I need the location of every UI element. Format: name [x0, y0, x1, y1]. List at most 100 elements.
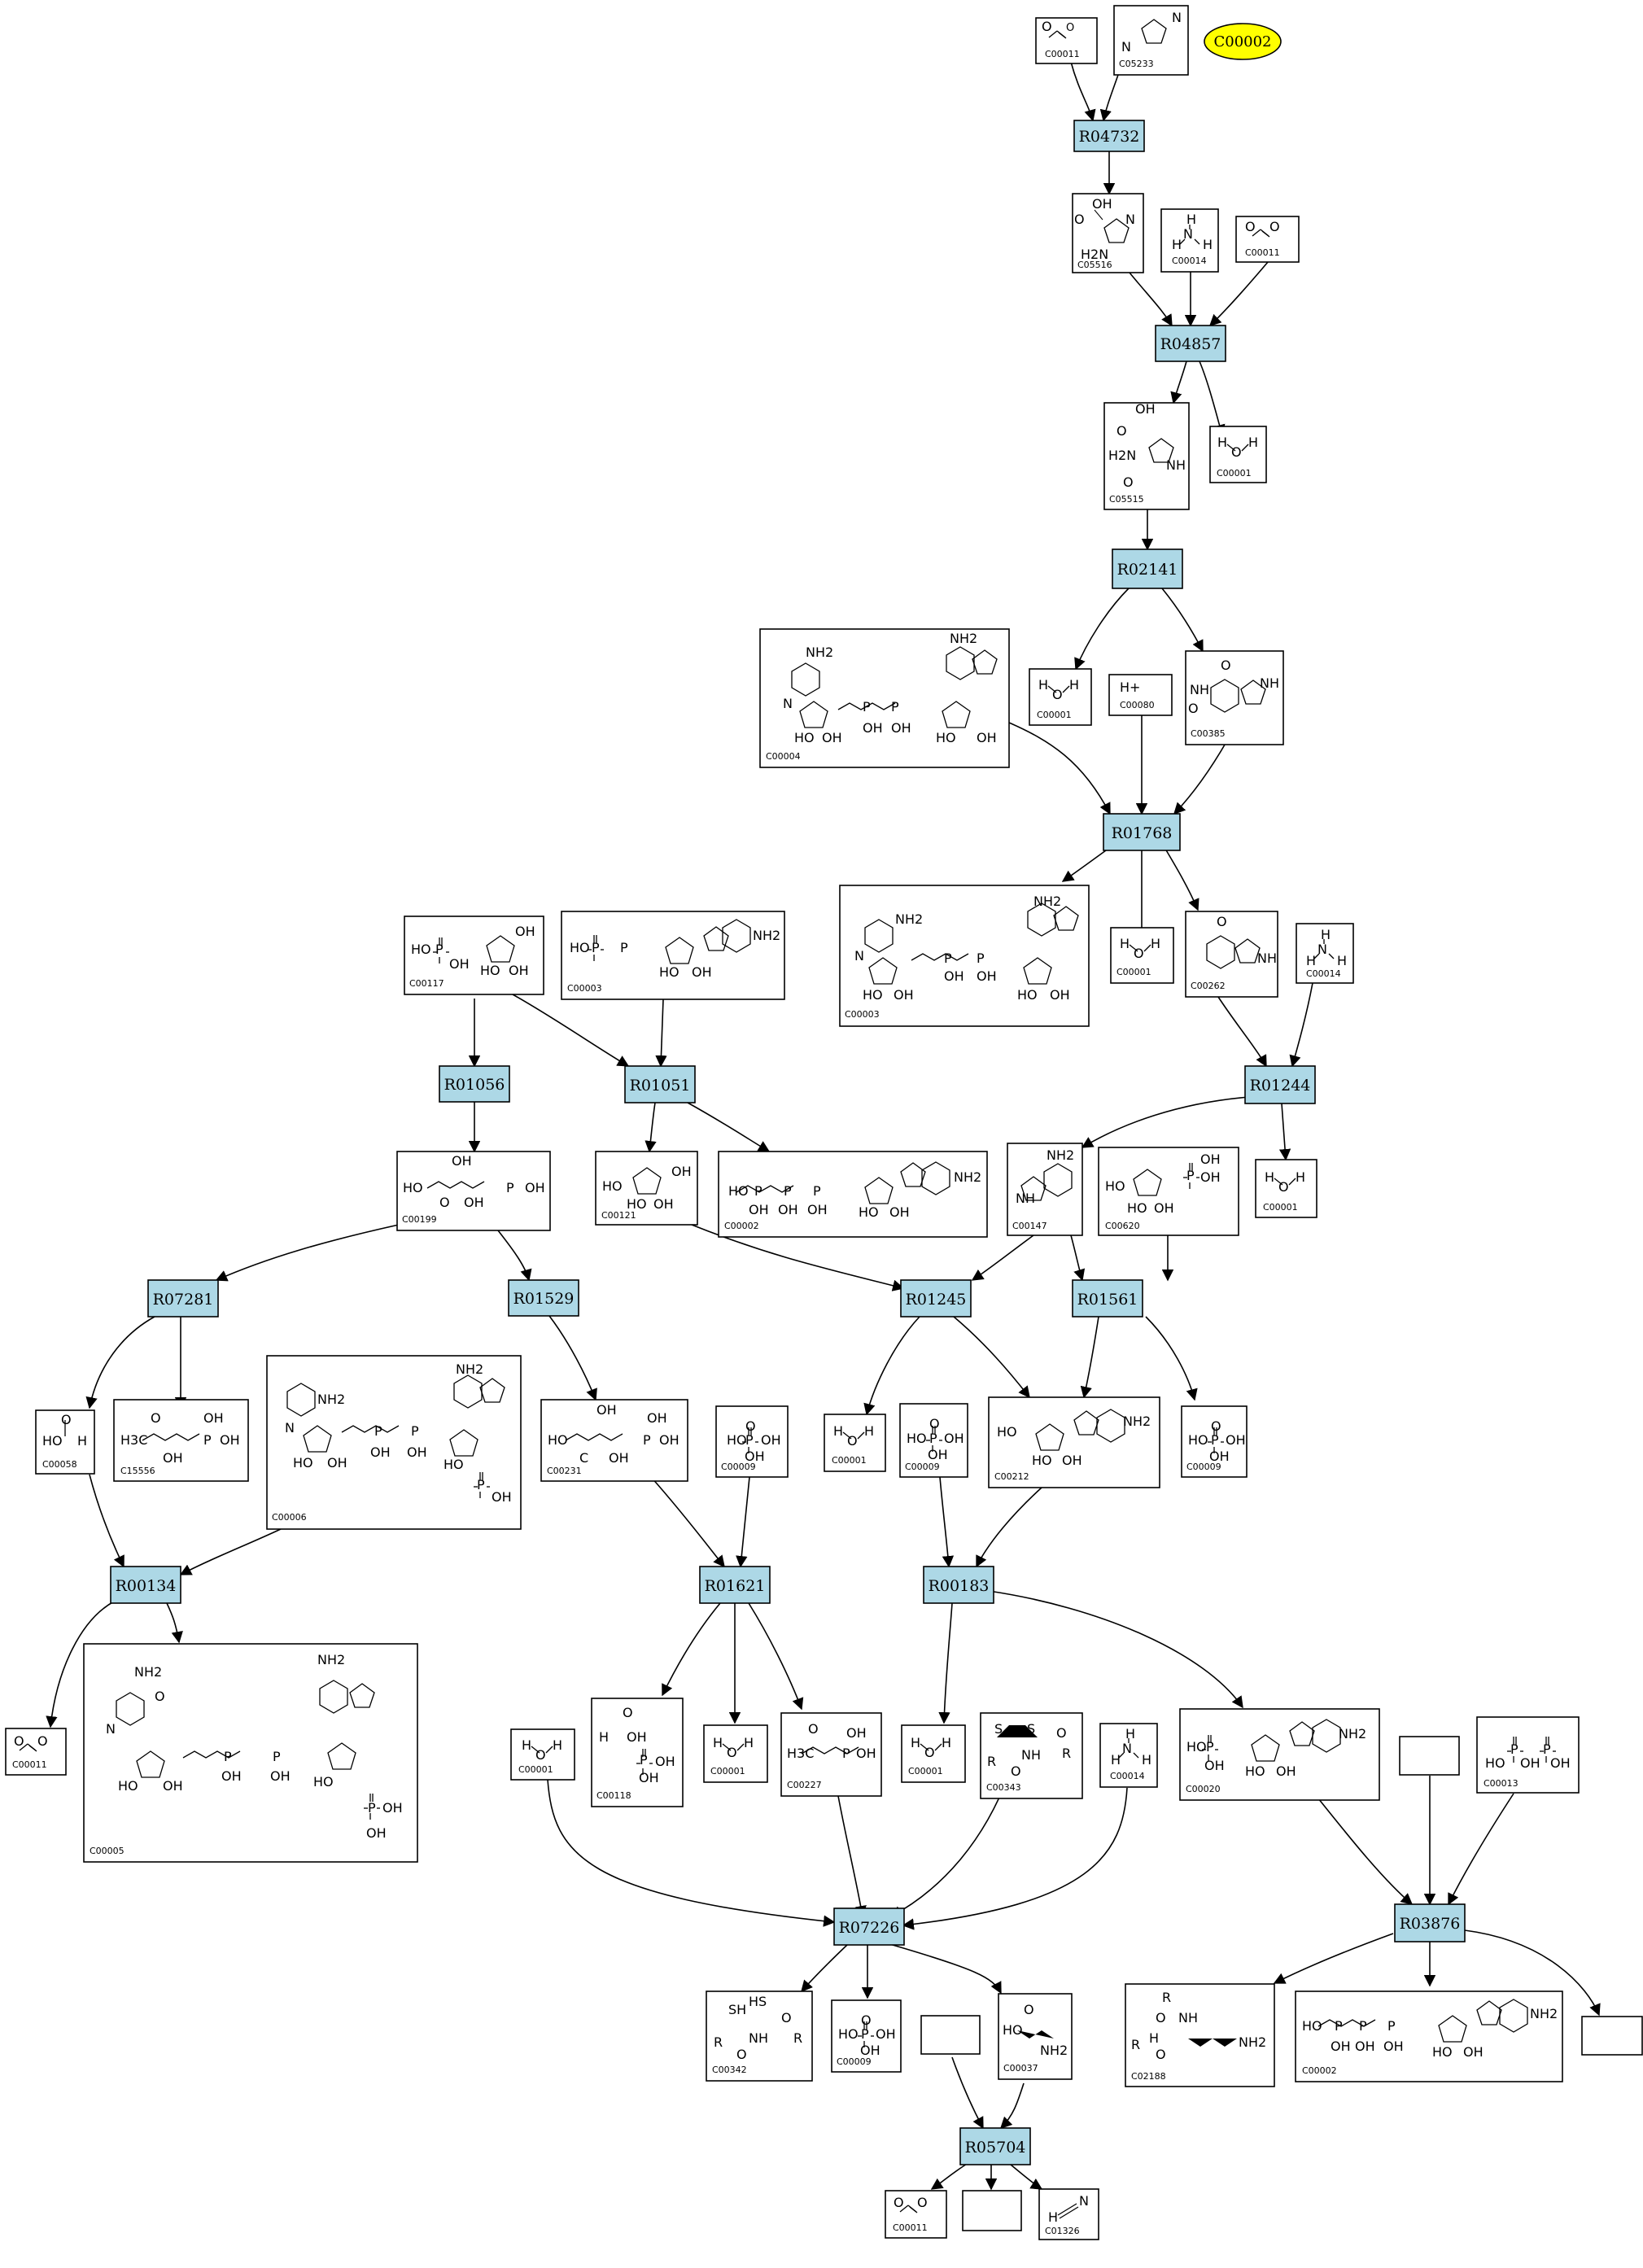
compound-c00009[interactable]: O HO P OH OH C00009 — [715, 1405, 789, 1478]
compound-box-empty[interactable] — [1581, 2016, 1643, 2056]
compound-box-empty[interactable] — [920, 2015, 981, 2055]
compound-c00385[interactable]: O NH O NH C00385 — [1185, 650, 1284, 745]
svg-text:P: P — [640, 1752, 648, 1768]
reaction-r01244[interactable]: R01244 — [1244, 1065, 1316, 1104]
compound-c00342[interactable]: SH HS O R NH O R C00342 — [706, 1991, 813, 2082]
reaction-r05704[interactable]: R05704 — [959, 2127, 1031, 2165]
svg-text:S: S — [1027, 1721, 1035, 1737]
reaction-r04857[interactable]: R04857 — [1155, 325, 1226, 362]
compound-c00001[interactable]: H O H C00001 — [901, 1724, 966, 1783]
reaction-r02141[interactable]: R02141 — [1112, 548, 1183, 589]
svg-text:HO: HO — [570, 940, 590, 955]
compound-c02188[interactable]: R O NH R H O NH2 C02188 — [1125, 1983, 1275, 2087]
compound-c00343[interactable]: S S O R NH O R C00343 — [980, 1712, 1083, 1799]
svg-text:O: O — [151, 1410, 161, 1426]
svg-text:N: N — [285, 1420, 295, 1436]
reaction-r01056[interactable]: R01056 — [439, 1065, 510, 1103]
compound-c00147[interactable]: NH2 NH C00147 — [1007, 1143, 1083, 1236]
compound-c05233[interactable]: N N C05233 — [1113, 5, 1189, 76]
svg-text:H+: H+ — [1120, 680, 1140, 695]
svg-text:P: P — [745, 1432, 754, 1448]
compound-c00014[interactable]: H N H H C00014 — [1296, 923, 1354, 984]
compound-c00004[interactable]: NH2 N HO OH P P OH OH NH2 HO OH C00004 — [759, 628, 1010, 768]
compound-c00011[interactable]: O O C00011 — [1235, 216, 1300, 263]
svg-text:C00001: C00001 — [1116, 967, 1151, 977]
svg-text:HO: HO — [1003, 2022, 1023, 2038]
compound-c00001[interactable]: H O H C00001 — [510, 1728, 575, 1781]
reaction-r01561[interactable]: R01561 — [1072, 1279, 1143, 1318]
compound-c00037[interactable]: O HO NH2 C00037 — [998, 1993, 1073, 2080]
compound-c00005[interactable]: NH2 O N HO OH P P OH OH NH2 HO P OH OH C… — [83, 1643, 418, 1863]
svg-text:C00009: C00009 — [1186, 1462, 1221, 1472]
reaction-r07281[interactable]: R07281 — [147, 1279, 219, 1318]
svg-text:P: P — [842, 1746, 850, 1761]
compound-c00121[interactable]: HO OH HO OH C00121 — [595, 1151, 698, 1226]
reaction-r00134[interactable]: R00134 — [110, 1566, 181, 1604]
svg-text:R03876: R03876 — [1400, 1915, 1461, 1933]
compound-c00001[interactable]: H O H C00001 — [1029, 668, 1092, 726]
reaction-r01245[interactable]: R01245 — [900, 1279, 972, 1318]
compound-c00014[interactable]: H N H H C00014 — [1099, 1723, 1158, 1788]
svg-text:C00011: C00011 — [12, 1759, 47, 1770]
compound-c00009[interactable]: O HO P OH OH C00009 — [899, 1403, 968, 1478]
compound-c00001[interactable]: H O H C00001 — [1110, 927, 1174, 984]
compound-c00002[interactable]: HO P P P OH OH OH HO OH NH2 C00002 — [718, 1151, 988, 1238]
svg-text:H: H — [1038, 677, 1048, 693]
reaction-r00183[interactable]: R00183 — [923, 1566, 994, 1604]
svg-text:OH: OH — [977, 968, 997, 984]
compound-c00118[interactable]: O H OH P OH OH C00118 — [591, 1698, 684, 1807]
compound-c05515[interactable]: OH O H2N O NH C05515 — [1103, 401, 1190, 510]
compound-c15556[interactable]: H3C O OH P OH OH C15556 — [113, 1399, 249, 1482]
svg-text:O: O — [847, 1433, 858, 1449]
svg-text:OH: OH — [876, 2026, 896, 2042]
compound-c00231[interactable]: HO OH C OH P OH OH C00231 — [540, 1399, 688, 1482]
highlighted-compound[interactable]: C00002 — [1204, 23, 1282, 60]
svg-text:NH2: NH2 — [1239, 2034, 1266, 2050]
compound-c00009[interactable]: O HO P OH OH C00009 — [1181, 1405, 1248, 1478]
compound-c00117[interactable]: HO P OH OH HO OH C00117 — [404, 916, 544, 995]
svg-text:O: O — [155, 1689, 165, 1704]
compound-c00011[interactable]: O O C00011 — [1035, 17, 1098, 64]
compound-c00058[interactable]: O HO H C00058 — [35, 1409, 95, 1475]
reaction-r04732[interactable]: R04732 — [1073, 120, 1145, 152]
compound-c00227[interactable]: H3C O P OH OH C00227 — [780, 1712, 882, 1797]
compound-c00003[interactable]: HO P P HO OH NH2 C00003 — [561, 911, 785, 1000]
reaction-r07226[interactable]: R07226 — [833, 1907, 905, 1946]
reaction-r01051[interactable]: R01051 — [624, 1065, 696, 1103]
compound-c00620[interactable]: HO HO OH P OH OH C00620 — [1098, 1147, 1239, 1236]
reaction-r01768[interactable]: R01768 — [1103, 813, 1181, 851]
compound-c00001[interactable]: H O H C00001 — [1209, 426, 1267, 483]
svg-text:P: P — [506, 1180, 514, 1195]
svg-text:OH: OH — [509, 963, 529, 978]
svg-text:C00620: C00620 — [1105, 1221, 1140, 1231]
compound-c00011[interactable]: O O C00011 — [5, 1728, 67, 1776]
reaction-r03876[interactable]: R03876 — [1394, 1903, 1466, 1942]
svg-text:OH: OH — [1204, 1758, 1225, 1773]
compound-c00001[interactable]: H O H C00001 — [824, 1414, 886, 1472]
svg-text:N: N — [1125, 212, 1135, 227]
compound-c05516[interactable]: OH O H2N N C05516 — [1072, 193, 1144, 273]
svg-text:P: P — [977, 950, 985, 966]
compound-c00020[interactable]: HO P OH HO OH NH2 C00020 — [1179, 1708, 1380, 1801]
compound-c00006[interactable]: NH2 N HO OH P P OH OH NH2 HO P OH C00006 — [266, 1355, 522, 1530]
svg-text:OH: OH — [270, 1768, 291, 1784]
compound-c01326[interactable]: H N C01326 — [1038, 2188, 1099, 2240]
compound-c00011[interactable]: O O C00011 — [885, 2190, 947, 2239]
compound-c00212[interactable]: HO HO OH NH2 C00212 — [988, 1396, 1160, 1488]
compound-c00003[interactable]: NH2 N HO OH P P OH OH NH2 HO OH C00003 — [839, 885, 1090, 1027]
compound-c00013[interactable]: P P HO OH OH C00013 — [1476, 1716, 1580, 1794]
compound-box-empty[interactable] — [1399, 1736, 1460, 1776]
svg-text:R01561: R01561 — [1077, 1291, 1138, 1309]
compound-c00080[interactable]: H+ C00080 — [1108, 674, 1173, 716]
compound-box-empty[interactable] — [962, 2190, 1022, 2231]
compound-c00001[interactable]: H O H C00001 — [703, 1724, 768, 1783]
compound-c00009[interactable]: O HO P OH OH C00009 — [831, 1999, 902, 2073]
svg-text:OH: OH — [407, 1444, 427, 1460]
reaction-r01529[interactable]: R01529 — [508, 1279, 579, 1317]
reaction-r01621[interactable]: R01621 — [699, 1566, 771, 1604]
compound-c00014[interactable]: H N H H C00014 — [1160, 208, 1219, 273]
compound-c00262[interactable]: O NH C00262 — [1185, 911, 1278, 998]
compound-c00001[interactable]: H O H C00001 — [1255, 1159, 1317, 1218]
compound-c00199[interactable]: HO OH O OH P OH C00199 — [396, 1151, 551, 1231]
compound-c00002[interactable]: HO P P P OH OH OH HO OH NH2 C00002 — [1295, 1991, 1563, 2082]
